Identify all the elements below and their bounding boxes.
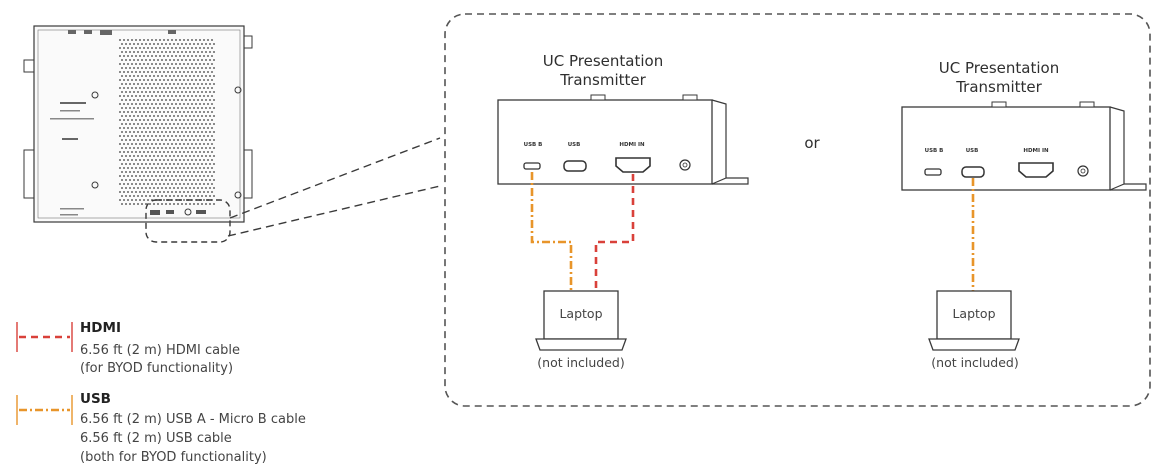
transmitter-2-title-line2: Transmitter [955, 78, 1042, 96]
laptop-1-label: Laptop [559, 306, 602, 321]
legend-usb-line-2: 6.56 ft (2 m) USB cable [80, 431, 232, 446]
laptop-2-note: (not included) [931, 355, 1018, 370]
legend-usb-swatch [16, 395, 73, 425]
transmitter-2-hdmi-port [1018, 162, 1054, 178]
laptop-1: Laptop (not included) [535, 290, 627, 370]
callout-connector-lines [227, 137, 441, 237]
transmitter-1-title-line1: UC Presentation [543, 52, 663, 70]
transmitter-2-title-line1: UC Presentation [939, 59, 1059, 77]
transmitter-2-usbb-port [924, 168, 942, 176]
transmitter-2: UC Presentation Transmitter USB B USB HD… [901, 59, 1147, 191]
transmitter-1: UC Presentation Transmitter USB B USB HD… [497, 52, 749, 185]
transmitter-1-usb-cable [530, 172, 573, 292]
legend: HDMI 6.56 ft (2 m) HDMI cable (for BYOD … [16, 320, 306, 465]
legend-usb-line-1: 6.56 ft (2 m) USB A - Micro B cable [80, 412, 306, 427]
transmitter-1-hdmi-port [615, 157, 651, 173]
vent-grille [119, 39, 215, 205]
transmitter-1-port-usb-label: USB [568, 142, 581, 148]
legend-hdmi-heading: HDMI [80, 320, 121, 336]
transmitter-1-port-usbb-label: USB B [524, 142, 543, 148]
legend-usb-heading: USB [80, 391, 111, 407]
transmitter-2-port-hdmi-label: HDMI IN [1023, 148, 1049, 154]
or-label: or [804, 134, 820, 152]
transmitter-1-usbb-port [523, 162, 541, 170]
transmitter-1-port-hdmi-label: HDMI IN [619, 142, 645, 148]
laptop-2-label: Laptop [952, 306, 995, 321]
transmitter-2-port-usb-label: USB [966, 148, 979, 154]
laptop-1-note: (not included) [537, 355, 624, 370]
transmitter-2-port-usbb-label: USB B [925, 148, 944, 154]
legend-hdmi-swatch [16, 322, 73, 352]
device-rear-panel [23, 25, 253, 243]
transmitter-1-title-line2: Transmitter [559, 71, 646, 89]
legend-usb-line-3: (both for BYOD functionality) [80, 450, 267, 465]
legend-hdmi-line-1: 6.56 ft (2 m) HDMI cable [80, 343, 240, 358]
transmitter-2-usb-port [961, 166, 985, 178]
transmitter-1-usb-port [563, 160, 587, 172]
laptop-2: Laptop (not included) [928, 290, 1020, 370]
transmitter-1-hdmi-cable [594, 174, 635, 292]
legend-hdmi-line-2: (for BYOD functionality) [80, 361, 233, 376]
